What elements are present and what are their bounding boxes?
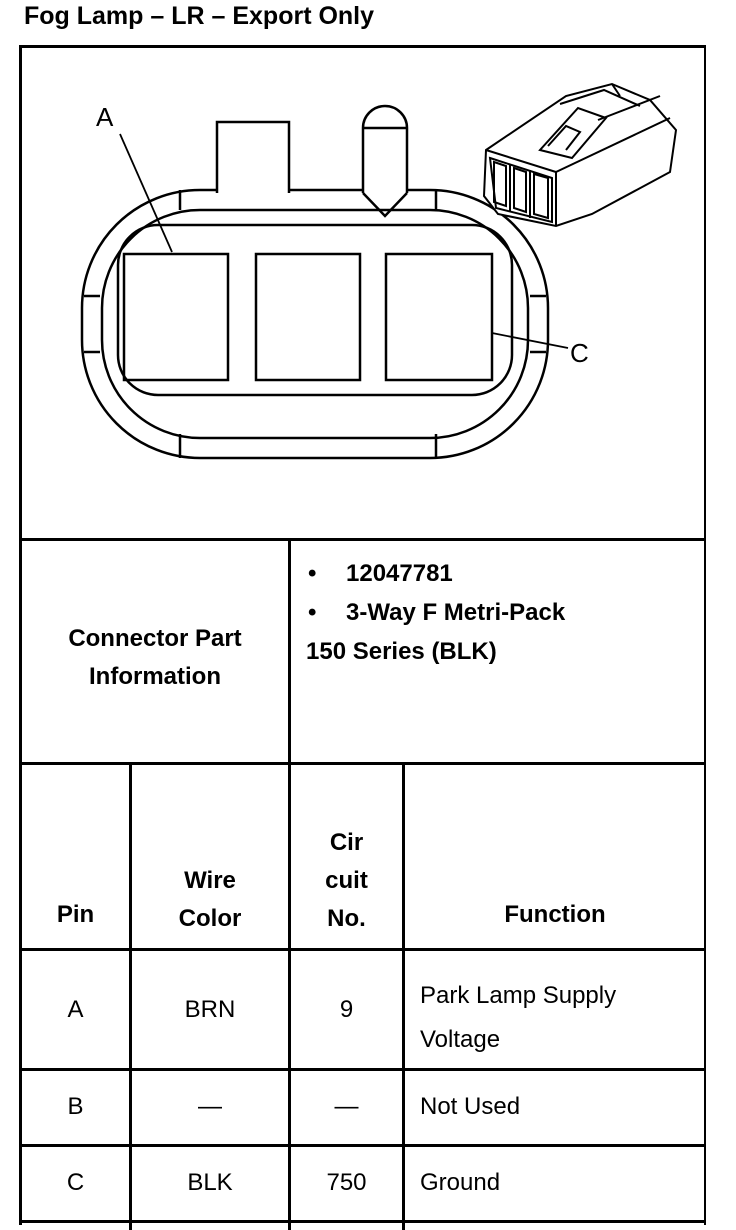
top-lock-tab	[361, 104, 409, 193]
right-notch	[530, 294, 546, 354]
cavity-window	[116, 223, 514, 397]
top-square-tab	[215, 120, 291, 193]
header-circuit-line3: No.	[327, 905, 366, 932]
bottom-notch	[178, 434, 438, 458]
divider-info-vertical	[288, 538, 291, 765]
left-notch	[84, 294, 100, 354]
header-pin: Pin	[56, 901, 95, 928]
row-c-pin: C	[66, 1169, 85, 1196]
connector-diagram: A C	[80, 82, 678, 460]
row-c-wire: BLK	[187, 1169, 233, 1196]
row-c-function: Ground	[420, 1169, 501, 1196]
row-b-circuit: —	[334, 1093, 359, 1120]
divider-row-b-row-c	[19, 1144, 706, 1147]
connector-info-label-line1: Connector Part	[68, 625, 242, 652]
row-a-pin: A	[67, 996, 84, 1023]
connector-3d-view	[482, 82, 678, 228]
header-wire-color-line2: Color	[178, 905, 242, 932]
header-wire-color-line1: Wire	[184, 867, 236, 894]
row-c-circuit: 750	[326, 1169, 367, 1196]
divider-header-row-a	[19, 948, 706, 951]
connector-series: 150 Series (BLK)	[306, 638, 497, 665]
row-b-wire: —	[198, 1093, 222, 1120]
divider-col-wire	[288, 762, 291, 1230]
bullet-connector-type: • 3-Way F Metri-Pack	[308, 599, 565, 627]
row-a-function: Park Lamp Supply Voltage	[420, 974, 616, 1062]
header-wire-color: Wire Color	[132, 862, 288, 938]
divider-col-circuit	[402, 762, 405, 1230]
connector-table-frame	[19, 45, 706, 1225]
label-c: C	[570, 338, 589, 368]
connector-housing-inner	[100, 208, 530, 440]
terminal-c	[384, 252, 494, 382]
header-circuit-line1: Cir	[329, 829, 364, 856]
header-circuit-no: Cir cuit No.	[291, 824, 402, 938]
header-function: Function	[504, 901, 606, 928]
bullet-part-number: • 12047781	[308, 560, 453, 588]
terminal-b	[254, 252, 362, 382]
connector-info-label-line2: Information	[89, 663, 221, 690]
label-a: A	[96, 102, 114, 132]
header-circuit-line2: cuit	[325, 867, 368, 894]
leader-line-c	[491, 332, 569, 349]
row-b-pin: B	[67, 1093, 84, 1120]
divider-col-pin	[129, 762, 132, 1230]
bullet-symbol: •	[308, 599, 317, 626]
connector-housing-outer	[80, 188, 550, 460]
connector-info-label: Connector Part Information	[22, 620, 288, 696]
connector-type: 3-Way F Metri-Pack	[346, 599, 566, 626]
divider-info-header	[19, 762, 706, 765]
row-a-circuit: 9	[339, 996, 354, 1023]
terminal-a	[122, 252, 230, 382]
divider-diagram-info	[19, 538, 706, 541]
row-a-function-line1: Park Lamp Supply	[420, 982, 617, 1009]
leader-line-a	[119, 133, 173, 253]
part-number: 12047781	[346, 560, 453, 587]
row-b-function: Not Used	[420, 1093, 521, 1120]
page-title: Fog Lamp – LR – Export Only	[24, 2, 375, 30]
row-a-wire: BRN	[184, 996, 236, 1023]
bullet-symbol: •	[308, 560, 317, 587]
divider-row-c-bottom	[19, 1220, 706, 1223]
row-a-function-line2: Voltage	[420, 1026, 501, 1053]
divider-row-a-row-b	[19, 1068, 706, 1071]
